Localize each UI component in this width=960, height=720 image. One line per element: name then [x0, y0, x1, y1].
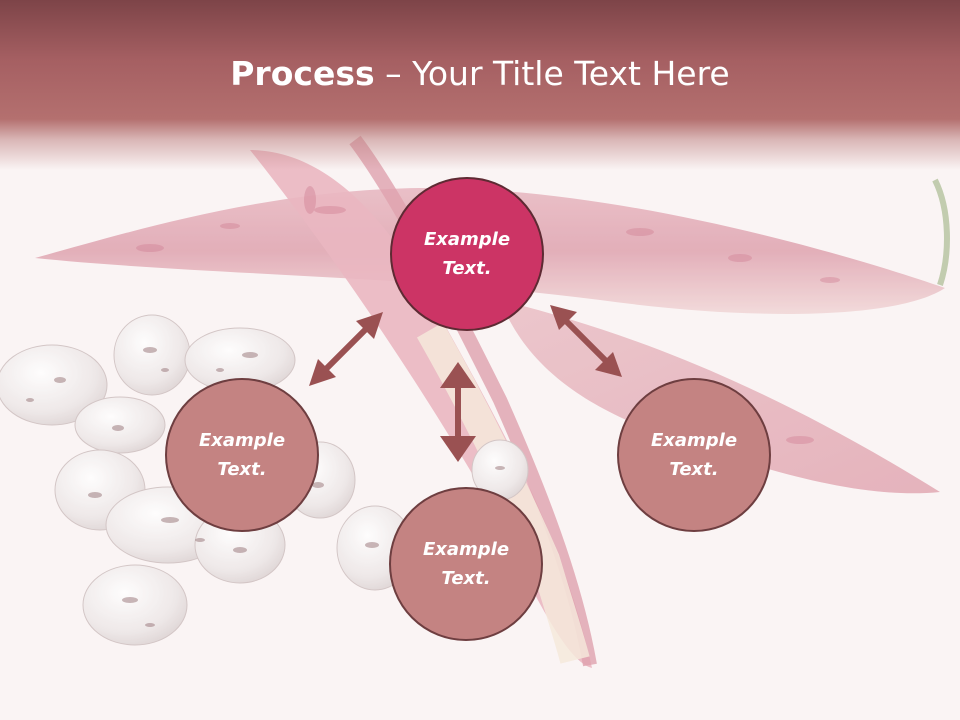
title-rest: – Your Title Text Here	[374, 54, 730, 93]
process-node-bottom[interactable]: Example Text.	[389, 487, 543, 641]
arrow-center-to-left[interactable]	[309, 312, 383, 386]
process-node-right[interactable]: Example Text.	[617, 378, 771, 532]
node-label-line2: Text.	[217, 459, 267, 480]
process-node-center[interactable]: Example Text.	[390, 177, 544, 331]
node-label-line1: Example	[423, 229, 511, 250]
node-label-line2: Text.	[441, 568, 491, 589]
node-label-line2: Text.	[669, 459, 719, 480]
node-label-line1: Example	[422, 539, 510, 560]
title-bold-word: Process	[230, 54, 375, 93]
node-label-line1: Example	[650, 430, 738, 451]
process-node-left[interactable]: Example Text.	[165, 378, 319, 532]
arrow-center-to-bottom[interactable]	[440, 362, 476, 462]
slide-title[interactable]: Process – Your Title Text Here	[0, 52, 960, 96]
arrow-center-to-right[interactable]	[550, 305, 622, 377]
node-label-line2: Text.	[442, 258, 492, 279]
node-label-line1: Example	[198, 430, 286, 451]
title-bar	[0, 0, 960, 170]
